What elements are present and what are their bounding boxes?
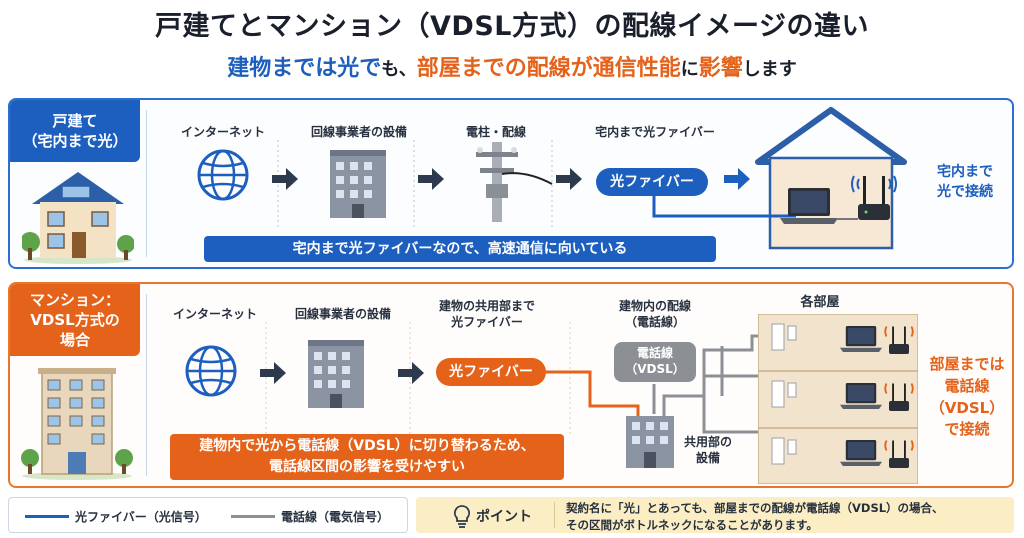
house-result: 宅内まで 光で接続 bbox=[937, 164, 993, 201]
legend: 光ファイバー（光信号） 電話線（電気信号） bbox=[8, 497, 408, 533]
laptop-icon bbox=[780, 188, 838, 224]
m-step-label-carrier: 回線事業者の設備 bbox=[294, 307, 391, 321]
legend-fiber-label: 光ファイバー（光信号） bbox=[75, 510, 207, 524]
mansion-panel-label: マンション： VDSL方式の 場合 bbox=[10, 284, 140, 356]
step-label-carrier: 回線事業者の設備 bbox=[310, 125, 407, 139]
step-label-pole: 電柱・配線 bbox=[465, 125, 526, 139]
arrow-right-icon bbox=[556, 168, 582, 190]
laptop-icon bbox=[840, 325, 882, 353]
m-step-label-building-wiring: 建物内の配線 （電話線） bbox=[618, 299, 691, 330]
legend-phone-line bbox=[231, 515, 275, 518]
router-icon bbox=[884, 326, 914, 354]
mansion-panel-divider bbox=[146, 294, 147, 476]
page-subtitle: 建物までは光でも、部屋までの配線が通信性能に影響します bbox=[227, 56, 797, 81]
laptop-icon bbox=[840, 439, 882, 467]
rooms-label: 各部屋 bbox=[800, 295, 840, 310]
building-icon bbox=[308, 340, 364, 408]
point-box: ポイント 契約名に「光」とあっても、部屋までの配線が電話線（VDSL）の場合、 … bbox=[416, 497, 1014, 533]
shared-equipment-icon bbox=[626, 416, 674, 468]
phone-line-pill: 電話線 （VDSL） bbox=[614, 342, 696, 382]
router-icon bbox=[851, 175, 897, 220]
dotted-guides bbox=[265, 322, 571, 434]
laptop-icon bbox=[840, 382, 882, 410]
fiber-line bbox=[652, 196, 796, 218]
globe-icon bbox=[185, 345, 237, 397]
cable-line bbox=[836, 218, 858, 220]
fiber-pill: 光ファイバー bbox=[596, 168, 708, 196]
arrow-right-icon bbox=[260, 362, 286, 384]
house-banner: 宅内まで光ファイバーなので、高速通信に向いている bbox=[204, 236, 716, 262]
mansion-panel: マンション： VDSL方式の 場合 インターネット 回線事業者の設備 建物の共用… bbox=[8, 282, 1014, 488]
house-panel: 戸建て （宅内まで光） インターネット 回線事業者の設備 電柱・配線 宅内まで光… bbox=[8, 98, 1014, 269]
m-step-label-internet: インターネット bbox=[172, 307, 257, 321]
legend-phone-label: 電話線（電気信号） bbox=[281, 510, 390, 524]
building-wiring-lines bbox=[546, 334, 770, 434]
arrow-right-icon bbox=[724, 168, 750, 190]
point-separator bbox=[554, 502, 555, 528]
arrow-right-icon bbox=[272, 168, 298, 190]
house-icon bbox=[22, 172, 134, 264]
router-icon bbox=[884, 383, 914, 411]
step-label-internet: インターネット bbox=[180, 125, 265, 139]
shared-equipment-label: 共用部の 設備 bbox=[683, 435, 732, 466]
arrow-right-icon bbox=[398, 362, 424, 384]
step-label-fiber-home: 宅内まで光ファイバー bbox=[595, 125, 715, 139]
mansion-result: 部屋までは 電話線 （VDSL） で接続 bbox=[929, 355, 1005, 439]
page-title: 戸建てとマンション（VDSL方式）の配線イメージの違い bbox=[155, 11, 869, 42]
rooms-block bbox=[758, 314, 918, 484]
apartment-icon bbox=[21, 368, 133, 480]
shared-fiber-pill: 光ファイバー bbox=[436, 358, 546, 386]
mansion-banner: 建物内で光から電話線（VDSL）に切り替わるため、 電話線区間の影響を受けやすい bbox=[170, 434, 564, 480]
lightbulb-icon bbox=[454, 505, 470, 528]
utility-pole-icon bbox=[476, 142, 553, 222]
point-title: ポイント bbox=[476, 509, 532, 525]
point-text: 契約名に「光」とあっても、部屋までの配線が電話線（VDSL）の場合、 その区間が… bbox=[566, 501, 944, 532]
building-icon bbox=[330, 150, 386, 218]
globe-icon bbox=[197, 149, 249, 201]
legend-fiber-line bbox=[25, 515, 69, 518]
house-panel-label: 戸建て （宅内まで光） bbox=[10, 100, 140, 162]
m-step-label-shared-fiber: 建物の共用部まで 光ファイバー bbox=[438, 299, 535, 330]
arrow-right-icon bbox=[418, 168, 444, 190]
router-icon bbox=[884, 440, 914, 468]
house-panel-divider bbox=[146, 110, 147, 257]
